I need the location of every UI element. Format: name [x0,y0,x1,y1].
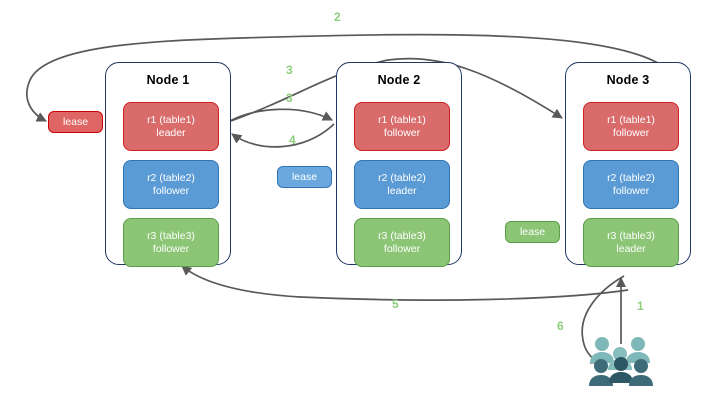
node-box-node-2[interactable]: Node 2 r1 (table1) follower r2 (table2) … [336,62,462,267]
client-figure-front-left [589,359,613,386]
replica-role: leader [387,184,417,197]
replica-role: follower [152,184,190,197]
step-label-1: 1 [637,299,644,313]
node-title: Node 1 [146,73,190,87]
replica-name: r1 (table1) [607,113,655,126]
arrow-step-4 [231,123,335,148]
node-box-node-3[interactable]: Node 3 r1 (table1) follower r2 (table2) … [565,62,691,267]
step-label-2: 2 [334,10,341,24]
replica-name: r3 (table3) [147,229,195,242]
replica-name: r2 (table2) [378,171,426,184]
step-label-5: 5 [392,297,399,311]
arrow-step-5 [181,265,629,301]
replica-role: follower [612,184,650,197]
replica-node3-r3[interactable]: r3 (table3) leader [583,218,679,267]
replica-node3-r2[interactable]: r2 (table2) follower [583,160,679,209]
arrow-step-2 [26,33,677,122]
replica-node2-r1[interactable]: r1 (table1) follower [354,102,450,151]
node-title: Node 3 [606,73,650,87]
arrow-step-3-to-node3 [230,57,563,122]
replica-node1-r3[interactable]: r3 (table3) follower [123,218,219,267]
replica-role: follower [152,242,190,255]
arrow-step-3-to-node2 [227,108,333,123]
replica-node1-r2[interactable]: r2 (table2) follower [123,160,219,209]
replica-node2-r2[interactable]: r2 (table2) leader [354,160,450,209]
node-title: Node 2 [377,73,421,87]
replica-role: follower [383,126,421,139]
lease-label: lease [291,171,318,183]
step-label-4: 4 [289,133,296,147]
replica-node3-r1[interactable]: r1 (table1) follower [583,102,679,151]
replica-name: r2 (table2) [147,171,195,184]
lease-label: lease [62,116,89,128]
lease-chip-table2[interactable]: lease [277,166,332,188]
step-label-3a: 3 [286,63,293,77]
replica-name: r1 (table1) [378,113,426,126]
node-box-node-1[interactable]: Node 1 r1 (table1) leader r2 (table2) fo… [105,62,231,267]
replica-role: follower [383,242,421,255]
lease-label: lease [519,226,546,238]
replica-name: r3 (table3) [378,229,426,242]
lease-chip-table3[interactable]: lease [505,221,560,243]
step-label-3b: 3 [286,91,293,105]
client-figure-front-right [629,359,653,386]
step-label-6: 6 [557,319,564,333]
client-figure-back-left [590,337,614,363]
replica-node1-r1[interactable]: r1 (table1) leader [123,102,219,151]
replica-name: r1 (table1) [147,113,195,126]
client-figure-front-center [609,357,633,383]
lease-chip-table1[interactable]: lease [48,111,103,133]
replica-name: r2 (table2) [607,171,655,184]
replica-role: follower [612,126,650,139]
replica-role: leader [156,126,186,139]
clients-icon [589,337,653,386]
client-figure-back-right [626,337,650,363]
replica-name: r3 (table3) [607,229,655,242]
replica-role: leader [616,242,646,255]
replica-node2-r3[interactable]: r3 (table3) follower [354,218,450,267]
